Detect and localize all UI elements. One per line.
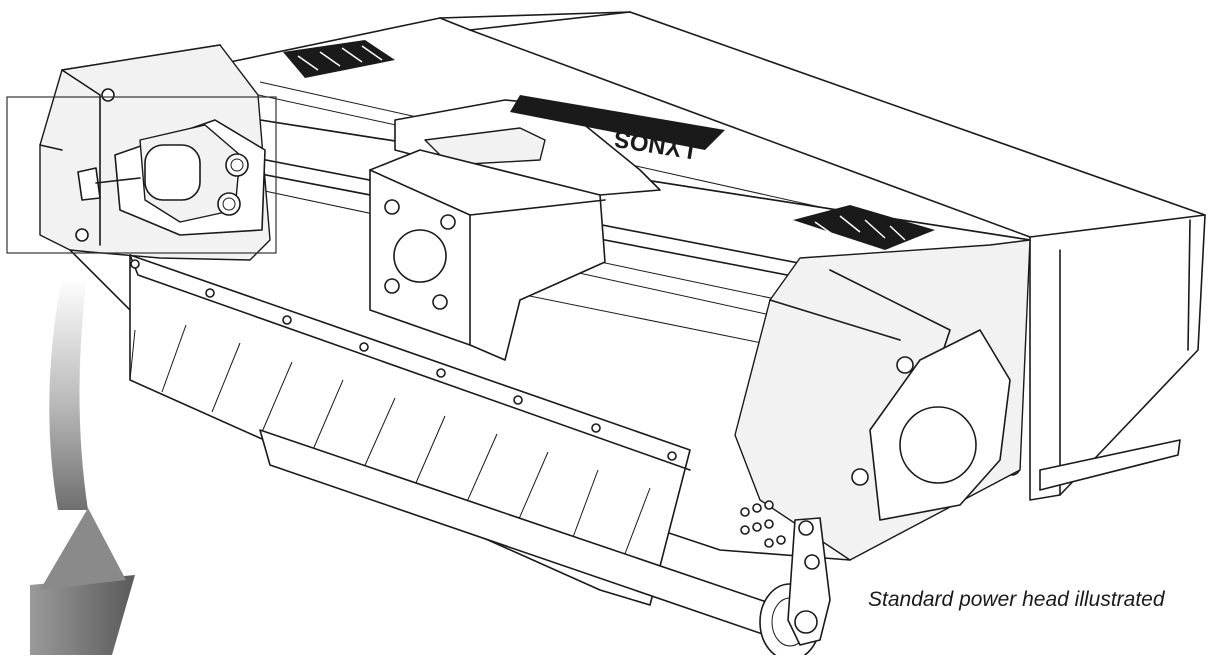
front-flap [129,254,691,606]
rear-box [1003,214,1206,501]
right-end-plate [734,239,1031,646]
warning-decal-top [283,40,395,78]
left-end-plate [39,44,271,261]
detail-frame [6,96,277,254]
rotation-arrow [30,278,135,655]
figure-caption: Standard power head illustrated [868,588,1165,611]
warning-decal-right [793,205,935,250]
gearbox-bracket [369,99,661,361]
